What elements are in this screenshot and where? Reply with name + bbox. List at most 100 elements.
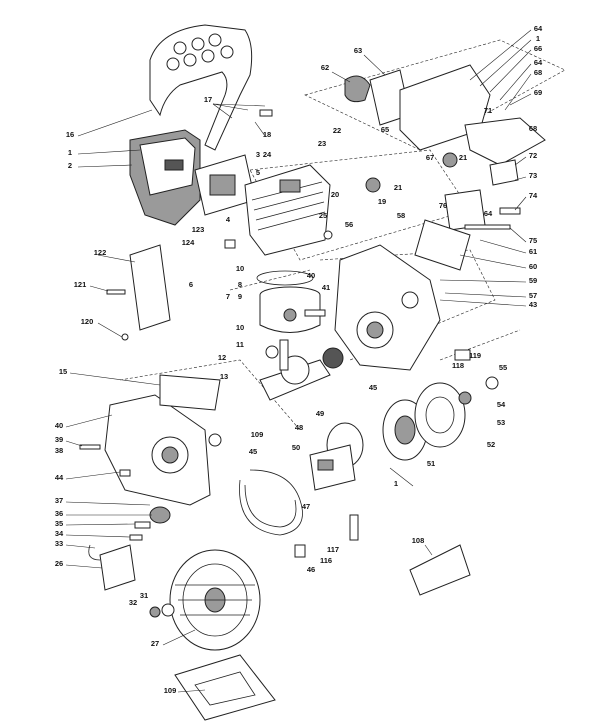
part-label-l120: 120: [81, 317, 94, 326]
part-label-l21a: 21: [459, 153, 467, 162]
part-label-l74: 74: [529, 191, 538, 200]
part-label-l37: 37: [55, 496, 63, 505]
bolts-and-small-parts: [79, 109, 521, 558]
part-label-l43: 43: [529, 300, 537, 309]
part-label-l48: 48: [295, 423, 303, 432]
part-label-l71: 71: [484, 106, 492, 115]
part-label-l116: 116: [320, 556, 332, 565]
oil-pump-part: [309, 444, 356, 491]
part-label-l109b: 109: [164, 686, 177, 695]
part-label-l122: 122: [94, 248, 107, 257]
part-label-l124: 124: [182, 238, 195, 247]
part-label-l17: 17: [204, 95, 212, 104]
part-label-l40a: 40: [307, 271, 315, 280]
brake-band-part: [239, 469, 303, 536]
part-label-l33: 33: [55, 539, 63, 548]
part-label-l53: 53: [497, 418, 505, 427]
part-label-l36: 36: [55, 509, 63, 518]
part-label-l2: 2: [68, 161, 72, 170]
part-label-l61: 61: [529, 247, 537, 256]
piston-part: [256, 270, 321, 333]
part-label-l50: 50: [292, 443, 300, 452]
part-label-l46: 46: [307, 565, 315, 574]
part-label-l12: 12: [218, 353, 226, 362]
part-label-l60: 60: [529, 262, 537, 271]
part-label-l5: 5: [256, 168, 260, 177]
part-label-l63: 63: [354, 46, 362, 55]
part-label-l121: 121: [74, 280, 87, 289]
carburetor-part: [414, 189, 486, 271]
part-label-l4: 4: [226, 215, 231, 224]
air-filter-housing-part: [344, 64, 546, 193]
part-label-l123: 123: [192, 225, 205, 234]
part-label-l26: 26: [55, 559, 63, 568]
part-label-l40b: 40: [55, 421, 63, 430]
muffler-part: [129, 129, 201, 226]
part-label-l1c: 1: [394, 479, 398, 488]
part-label-l119: 119: [469, 351, 481, 360]
part-label-l35: 35: [55, 519, 63, 528]
part-label-l1b: 1: [68, 148, 72, 157]
part-label-l38: 38: [55, 446, 63, 455]
part-label-l16: 16: [66, 130, 74, 139]
part-label-l27: 27: [151, 639, 159, 648]
part-label-l20: 20: [331, 190, 339, 199]
handle-guard-part: [149, 24, 253, 151]
part-label-l108: 108: [412, 536, 425, 545]
part-label-l11: 11: [236, 340, 244, 349]
part-label-l32: 32: [129, 598, 137, 607]
part-label-l54: 54: [497, 400, 506, 409]
part-label-l34: 34: [55, 529, 64, 538]
part-label-l59: 59: [529, 276, 537, 285]
leader-lines: [65, 29, 532, 693]
gasket-set-bag-108: [409, 544, 471, 596]
nut-washer-part: [149, 603, 175, 618]
part-label-l109a: 109: [251, 430, 264, 439]
part-label-l118: 118: [452, 361, 464, 370]
ignition-coil-part: [88, 544, 136, 591]
part-label-l23: 23: [318, 139, 326, 148]
part-label-l21b: 21: [394, 183, 402, 192]
part-label-l13: 13: [220, 372, 228, 381]
part-label-l67: 67: [426, 153, 434, 162]
part-label-l10a: 10: [236, 264, 244, 273]
crankcase-left-part: [104, 374, 221, 506]
part-label-l58: 58: [397, 211, 405, 220]
gasket-set-bag-109: [174, 654, 276, 721]
clutch-assembly-part: [326, 376, 499, 468]
part-label-l15: 15: [59, 367, 67, 376]
part-label-l57: 57: [529, 291, 537, 300]
crankshaft-part: [259, 339, 344, 401]
part-label-l6: 6: [189, 280, 193, 289]
part-label-l65: 65: [381, 125, 389, 134]
part-label-l47: 47: [302, 502, 310, 511]
part-label-l45a: 45: [369, 383, 377, 392]
part-label-l72: 72: [529, 151, 537, 160]
part-label-l62: 62: [321, 63, 329, 72]
part-label-l73: 73: [529, 171, 537, 180]
part-label-l68b: 68: [529, 124, 537, 133]
part-label-l69: 69: [534, 88, 542, 97]
part-label-l9: 9: [238, 292, 242, 301]
part-label-l1a: 1: [536, 34, 540, 43]
part-label-l68a: 68: [534, 68, 542, 77]
part-label-l49: 49: [316, 409, 324, 418]
part-label-l18: 18: [263, 130, 271, 139]
side-plate-part: [129, 244, 171, 331]
part-label-l25: 25: [319, 211, 327, 220]
part-label-l117: 117: [327, 545, 339, 554]
part-label-l76: 76: [439, 201, 447, 210]
part-label-l64c: 64: [484, 209, 493, 218]
flywheel-part: [169, 549, 261, 651]
part-label-l24: 24: [263, 150, 272, 159]
part-label-l66: 66: [534, 44, 542, 53]
part-label-l41: 41: [322, 283, 330, 292]
part-label-l19: 19: [378, 197, 386, 206]
cylinder-part: [244, 164, 331, 256]
part-label-l75: 75: [529, 236, 537, 245]
crankcase-right-part: [334, 244, 441, 371]
part-label-l44: 44: [55, 473, 64, 482]
part-label-l31: 31: [140, 591, 148, 600]
